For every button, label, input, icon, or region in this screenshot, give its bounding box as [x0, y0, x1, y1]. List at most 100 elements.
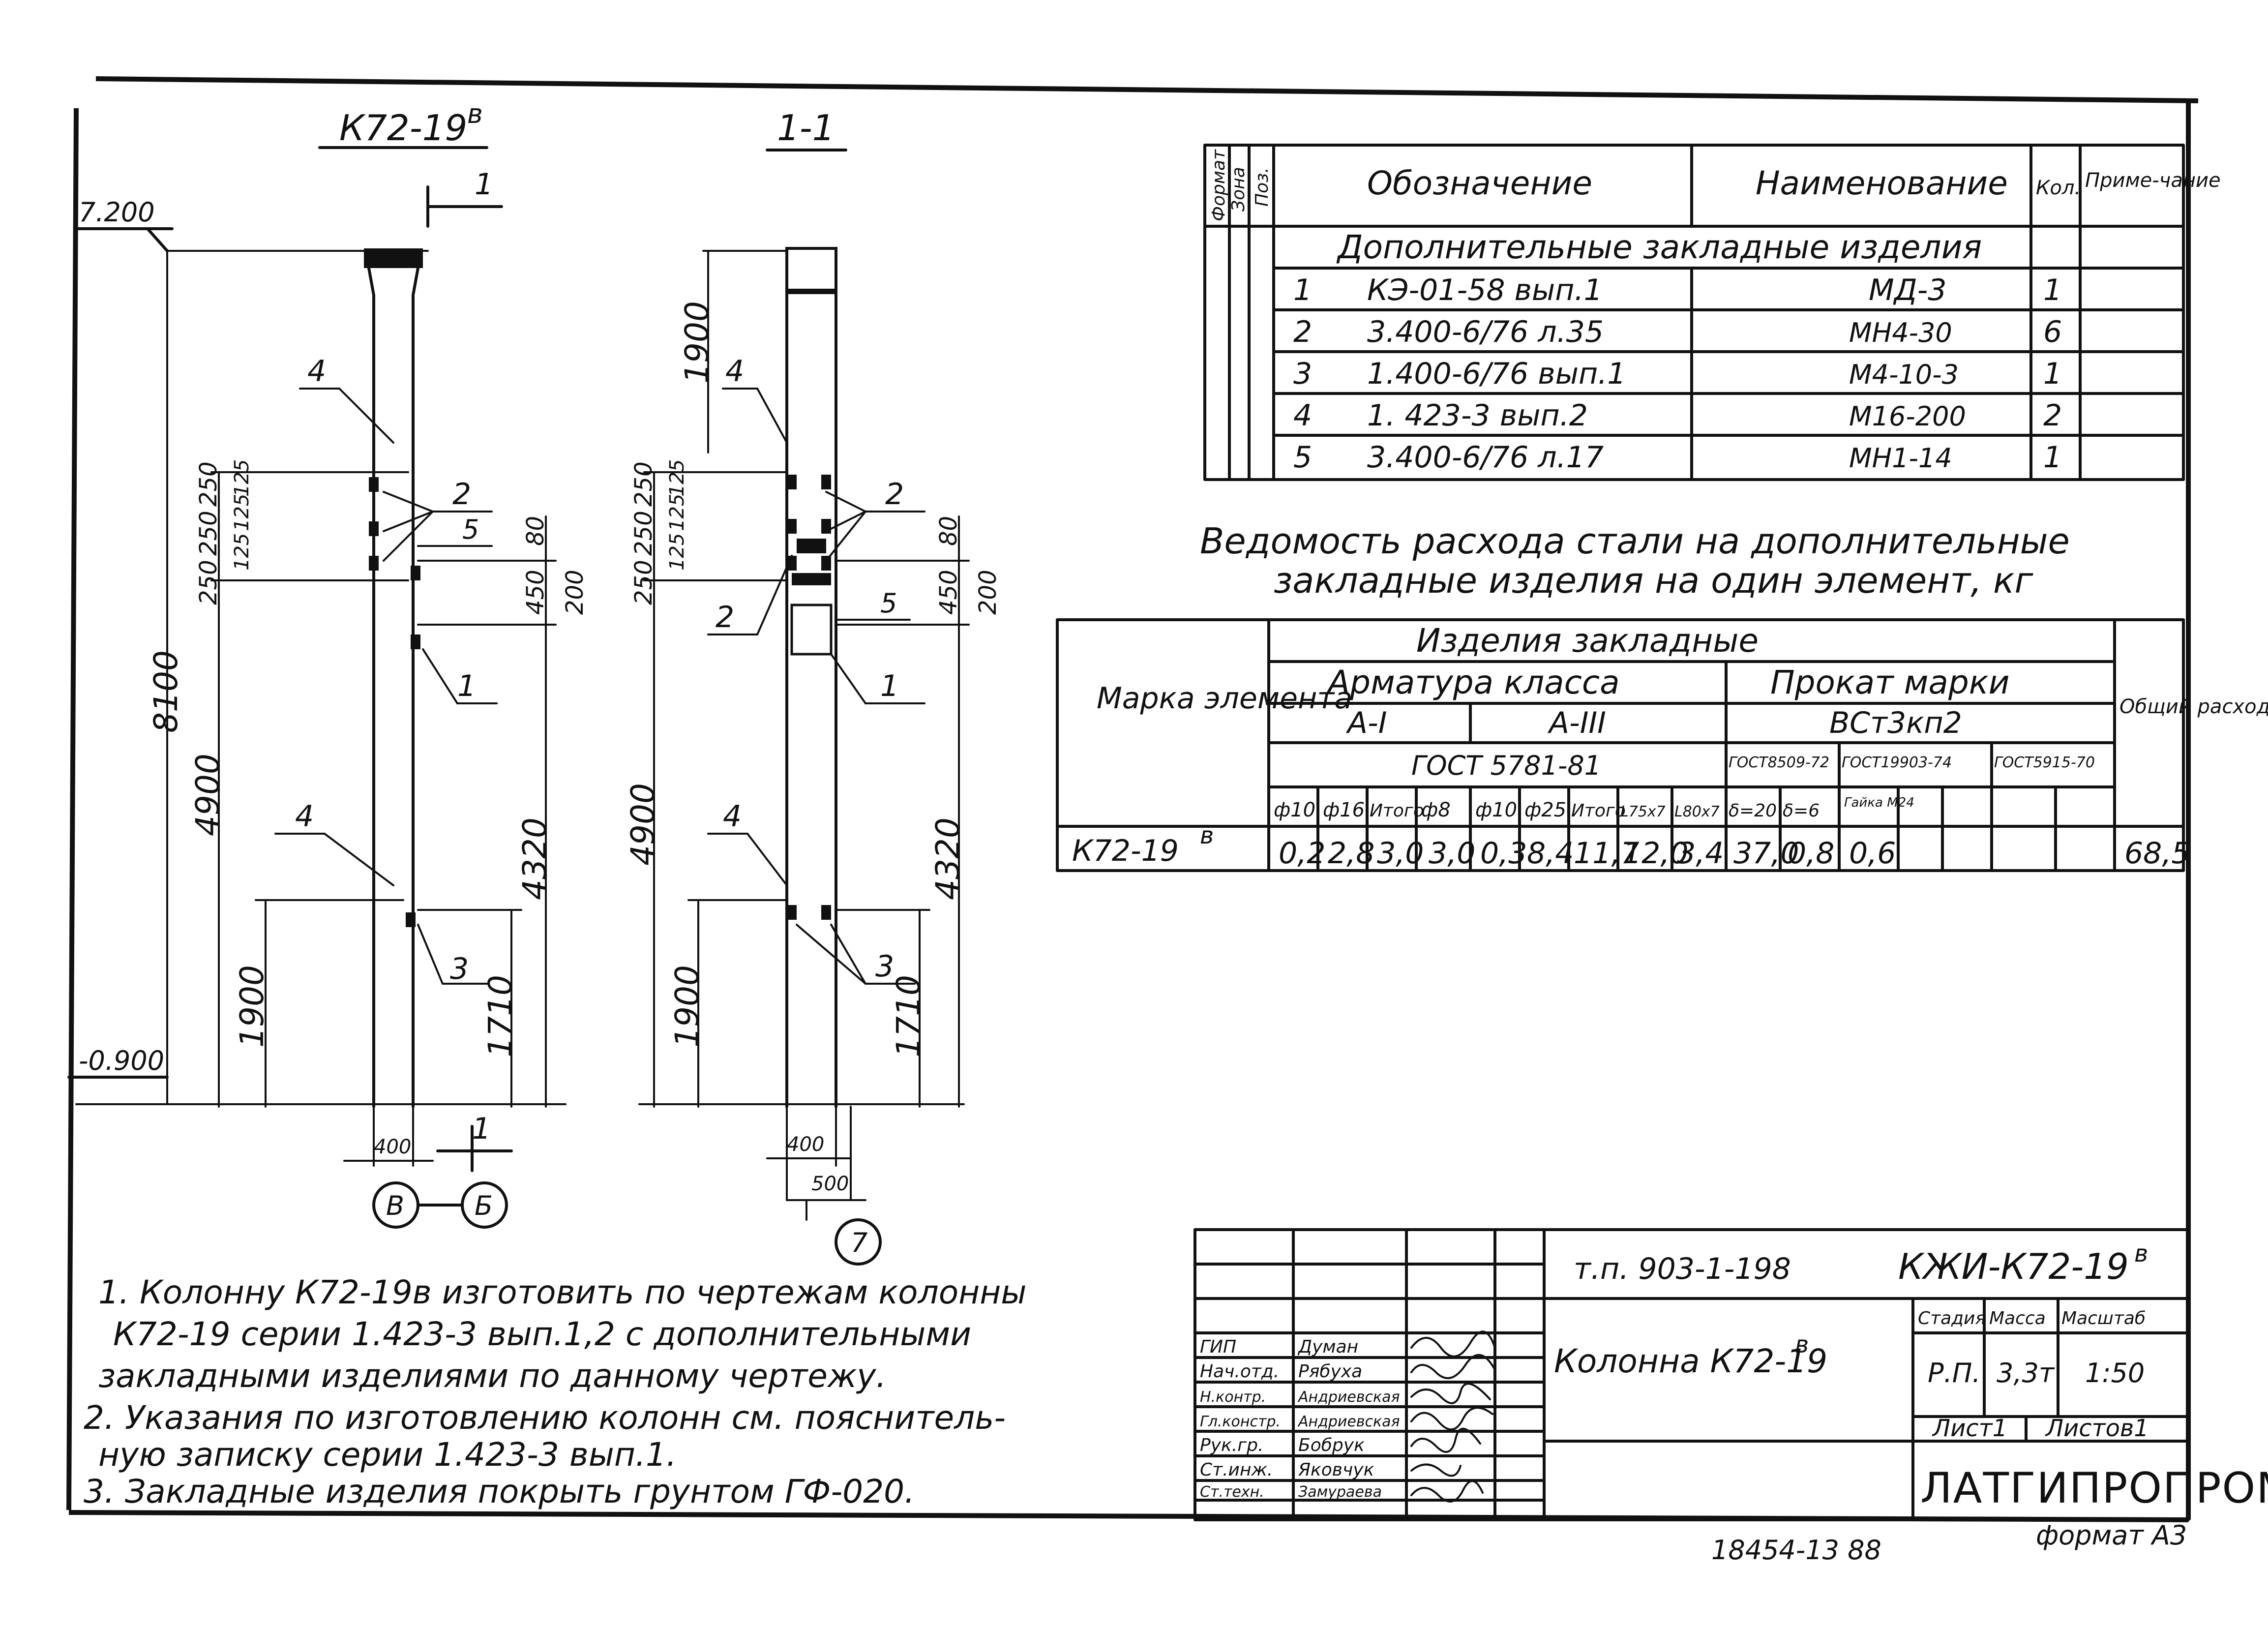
dim-total-8100: 8100	[147, 650, 185, 733]
svg-text:Р.П.: Р.П.	[1928, 1358, 1981, 1389]
svg-text:Рук.гр.: Рук.гр.	[1200, 1435, 1263, 1455]
steel-header-rolled: Прокат марки	[1770, 664, 2010, 701]
svg-text:Гайка М24: Гайка М24	[1844, 795, 1914, 810]
svg-text:4900: 4900	[624, 783, 662, 866]
svg-text:3: 3	[1293, 357, 1312, 391]
spec-header-format: Формат	[1209, 149, 1229, 221]
svg-text:2: 2	[716, 600, 734, 634]
steel-header-gost2: ГОСТ8509-72	[1729, 754, 1829, 771]
svg-text:КЭ-01-58 вып.1: КЭ-01-58 вып.1	[1367, 273, 1603, 307]
svg-text:1: 1	[472, 1112, 491, 1146]
svg-text:ф16: ф16	[1323, 799, 1365, 821]
svg-text:МН1-14: МН1-14	[1849, 443, 1952, 474]
spec-rows: 1 КЭ-01-58 вып.1 МД-3 1 2 3.400-6/76 л.3…	[1293, 273, 2062, 475]
svg-text:Итого: Итого	[1571, 801, 1626, 821]
svg-text:закладными изделиями по данн: закладными изделиями по данному чертежу.	[98, 1357, 886, 1395]
left-view-title: К72-19	[339, 107, 467, 149]
svg-text:Лист1: Лист1	[1932, 1415, 2007, 1442]
steel-header-total: Общий расход	[2119, 695, 2268, 718]
spec-section-title: Дополнительные закладные изделия	[1336, 228, 1982, 266]
svg-text:3,0: 3,0	[1429, 836, 1475, 871]
svg-text:δ=6: δ=6	[1783, 801, 1820, 821]
svg-text:Бобрук: Бобрук	[1298, 1435, 1365, 1455]
svg-text:3.400-6/76 л.17: 3.400-6/76 л.17	[1367, 440, 1604, 475]
left-view-title-sup: в	[467, 98, 483, 129]
svg-text:4: 4	[295, 799, 314, 834]
svg-text:Масса: Масса	[1989, 1308, 2046, 1328]
svg-text:Яковчук: Яковчук	[1298, 1460, 1374, 1480]
svg-text:80: 80	[522, 516, 549, 546]
svg-text:250: 250	[630, 560, 657, 605]
svg-text:4320: 4320	[929, 817, 967, 900]
svg-text:80: 80	[935, 516, 962, 546]
svg-text:4: 4	[1293, 398, 1312, 433]
svg-text:2,8: 2,8	[1328, 836, 1374, 871]
svg-text:Масштаб: Масштаб	[2061, 1308, 2146, 1328]
svg-text:125: 125	[666, 494, 688, 531]
svg-text:125: 125	[231, 459, 253, 497]
inventory-number: 18454-13 88	[1711, 1535, 1881, 1566]
svg-text:Н.контр.: Н.контр.	[1200, 1389, 1266, 1406]
steel-consumption-table: Ведомость расхода стали на дополнительны…	[1056, 520, 2268, 872]
svg-text:250: 250	[195, 560, 222, 605]
svg-text:ГИП: ГИП	[1200, 1337, 1236, 1357]
svg-text:200: 200	[561, 570, 589, 615]
level-bottom-label: -0.900	[79, 1045, 164, 1076]
svg-text:3.400-6/76 л.35: 3.400-6/76 л.35	[1367, 315, 1604, 349]
svg-text:400: 400	[374, 1136, 411, 1158]
steel-header-gost1: ГОСТ 5781-81	[1411, 750, 1601, 781]
svg-text:1900: 1900	[668, 965, 706, 1048]
steel-header-items: Изделия закладные	[1416, 622, 1759, 660]
dim-lower-1900: 1900	[233, 965, 271, 1048]
table-row: 2 3.400-6/76 л.35 МН4-30 6	[1293, 315, 2062, 349]
svg-text:Замураева: Замураева	[1298, 1483, 1382, 1501]
notes: 1. Колонну К72-19в изготовить по чертежа…	[84, 1273, 1027, 1510]
svg-text:Андриевская: Андриевская	[1297, 1389, 1400, 1406]
table-row: 1 КЭ-01-58 вып.1 МД-3 1	[1293, 273, 2062, 307]
spec-header-note: Приме-чание	[2085, 169, 2221, 192]
svg-text:3,3т: 3,3т	[1997, 1358, 2055, 1389]
svg-text:250: 250	[630, 511, 657, 556]
svg-text:450: 450	[935, 570, 962, 615]
steel-header-gost3: ГОСТ19903-74	[1842, 754, 1952, 771]
org-logo: ЛАТГИПРОПРОМ	[1920, 1464, 2268, 1513]
dim-upper-4900: 4900	[189, 754, 227, 836]
svg-text:3: 3	[875, 949, 894, 984]
svg-text:К72-19 серии 1.423-3 вып.1,2: К72-19 серии 1.423-3 вып.1,2 с дополните…	[113, 1315, 971, 1353]
svg-text:0,2: 0,2	[1279, 836, 1325, 871]
spec-header-qty: Кол.	[2036, 177, 2081, 199]
svg-text:37,0: 37,0	[1733, 836, 1799, 871]
title-name: Колонна К72-19	[1554, 1342, 1827, 1380]
steel-header-a1: А-I	[1345, 706, 1387, 740]
svg-text:125: 125	[666, 459, 688, 497]
title-project: т.п. 903-1-198	[1574, 1252, 1791, 1286]
svg-text:5: 5	[1293, 440, 1312, 475]
title-name-sup: в	[1795, 1331, 1809, 1358]
svg-text:ф25: ф25	[1524, 799, 1566, 821]
svg-text:2: 2	[452, 477, 471, 512]
steel-title-line2: закладные изделия на один элемент, кг	[1274, 560, 2033, 601]
steel-row-mark: К72-19	[1072, 834, 1179, 868]
spec-header-zone: Зона	[1228, 167, 1249, 211]
title-code-sup: в	[2134, 1240, 2148, 1268]
svg-text:200: 200	[974, 570, 1002, 615]
steel-title-line1: Ведомость расхода стали на дополнительны…	[1200, 520, 2070, 562]
svg-text:1:50: 1:50	[2085, 1358, 2145, 1389]
svg-text:450: 450	[522, 570, 549, 615]
svg-text:МД-3: МД-3	[1869, 273, 1946, 307]
svg-text:1.400-6/76 вып.1: 1.400-6/76 вып.1	[1367, 357, 1626, 391]
svg-text:11,7: 11,7	[1574, 836, 1640, 871]
svg-text:12,0: 12,0	[1623, 836, 1689, 871]
section-view-title: 1-1	[777, 107, 835, 149]
table-row: 0,2 2,8 3,0 3,0 0,3 8,4 11,7 12,0 3,4 37…	[1279, 836, 2190, 871]
svg-text:Листов1: Листов1	[2045, 1415, 2149, 1442]
svg-text:4320: 4320	[516, 817, 554, 900]
svg-text:3,4: 3,4	[1677, 836, 1724, 871]
svg-text:6: 6	[2043, 315, 2062, 349]
svg-text:4: 4	[307, 354, 326, 389]
svg-text:0,3: 0,3	[1480, 836, 1527, 871]
title-block: т.п. 903-1-198 КЖИ-К72-19 в Колонна К72-…	[1194, 1228, 2268, 1521]
svg-text:2: 2	[2043, 398, 2062, 433]
left-dim-stack: 250 250 250 125 125 125	[195, 459, 253, 605]
